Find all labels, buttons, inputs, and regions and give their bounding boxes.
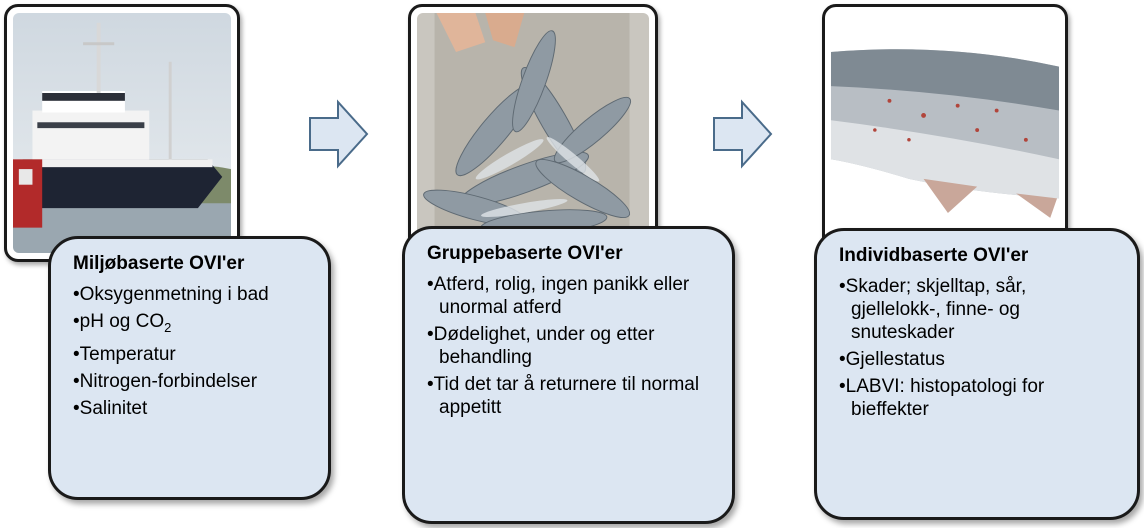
list-item: Gjellestatus xyxy=(839,348,1119,371)
card-environment-ovi: Miljøbaserte OVI'er Oksygenmetning i bad… xyxy=(48,236,331,500)
list-item: Skader; skjelltap, sår, gjellelokk-, fin… xyxy=(839,275,1119,344)
ship-photo xyxy=(4,4,240,262)
list-item: Oksygenmetning i bad xyxy=(73,283,310,306)
ovi-list: Atferd, rolig, ingen panikk eller unorma… xyxy=(427,273,714,419)
card-group-ovi: Gruppebaserte OVI'er Atferd, rolig, inge… xyxy=(402,226,735,524)
card-title: Individbaserte OVI'er xyxy=(839,245,1119,267)
card-title: Gruppebaserte OVI'er xyxy=(427,243,714,265)
ovi-list: Oksygenmetning i bad pH og CO2 Temperatu… xyxy=(73,283,310,420)
subscript-two: 2 xyxy=(164,320,171,335)
list-item: Nitrogen-forbindelser xyxy=(73,370,310,393)
list-item: Temperatur xyxy=(73,343,310,366)
card-individual-ovi: Individbaserte OVI'er Skader; skjelltap,… xyxy=(814,228,1140,520)
card-title: Miljøbaserte OVI'er xyxy=(73,253,310,275)
fish-tub-photo xyxy=(408,4,658,256)
right-arrow-icon xyxy=(308,98,370,170)
list-item: Salinitet xyxy=(73,397,310,420)
list-item: Atferd, rolig, ingen panikk eller unorma… xyxy=(427,273,714,319)
list-item-text: pH og CO xyxy=(80,311,164,332)
right-arrow-icon xyxy=(712,98,774,170)
list-item: Dødelighet, under og etter behandling xyxy=(427,323,714,369)
list-item: Tid det tar å returnere til normal appet… xyxy=(427,373,714,419)
list-item: pH og CO2 xyxy=(73,310,310,339)
list-item: LABVI: histopatologi for bieffekter xyxy=(839,375,1119,421)
salmon-photo xyxy=(822,4,1068,260)
ovi-list: Skader; skjelltap, sår, gjellelokk-, fin… xyxy=(839,275,1119,421)
